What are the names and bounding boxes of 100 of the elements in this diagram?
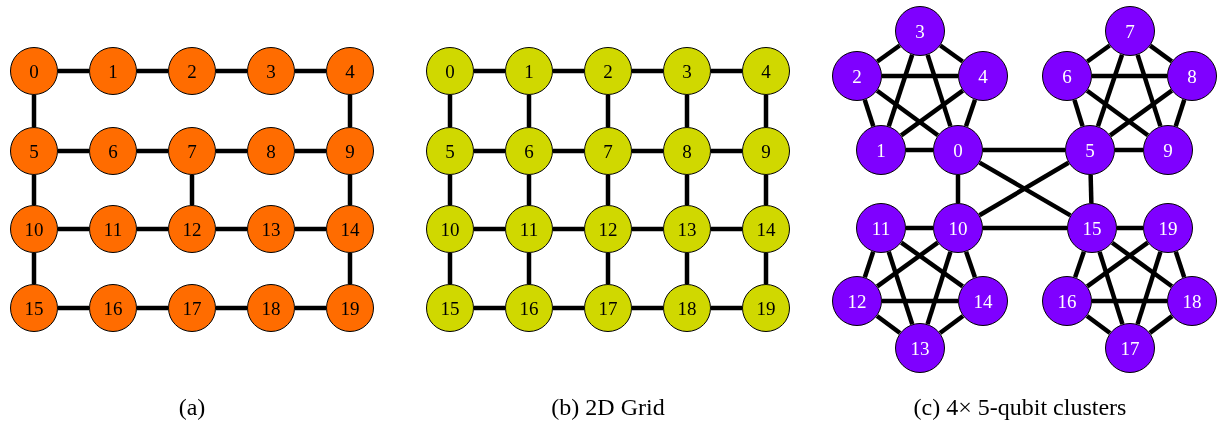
qubit-number: 17 — [182, 298, 202, 318]
qubit-node — [1105, 6, 1155, 56]
qubit-node — [426, 205, 474, 253]
qubit-number: 19 — [1158, 218, 1178, 238]
qubit-number: 8 — [682, 141, 692, 161]
qubit-number: 12 — [847, 291, 867, 311]
qubit-number: 16 — [1057, 291, 1077, 311]
coupling-line — [189, 175, 195, 205]
coupling-line — [939, 43, 964, 64]
qubit-node — [326, 127, 374, 175]
qubit-number: 13 — [261, 219, 281, 239]
qubit-node — [663, 47, 711, 95]
qubit-node — [168, 284, 216, 332]
qubit-number: 0 — [445, 61, 455, 81]
coupling-line — [955, 175, 961, 203]
qubit-number: 6 — [524, 141, 534, 161]
qubit-node — [505, 47, 553, 95]
coupling-line — [876, 43, 901, 64]
qubit-number: 13 — [910, 338, 930, 358]
qubit-number: 5 — [29, 141, 39, 161]
coupling-line — [875, 88, 940, 138]
qubit-number: 8 — [266, 141, 276, 161]
qubit-node — [1065, 125, 1115, 175]
qubit-number: 15 — [1082, 218, 1102, 238]
qubit-node — [10, 205, 58, 253]
coupling-line — [906, 147, 933, 153]
qubit-number: 16 — [519, 298, 539, 318]
qubit-node — [505, 205, 553, 253]
coupling-line — [862, 251, 876, 278]
qubit-number: 11 — [519, 219, 539, 239]
coupling-line — [295, 226, 326, 232]
qubit-number: 16 — [103, 298, 123, 318]
coupling-line — [1148, 43, 1174, 64]
qubit-number: 1 — [524, 61, 534, 81]
coupling-line — [526, 253, 532, 284]
coupling-line — [58, 305, 89, 311]
qubit-number: 13 — [677, 219, 697, 239]
coupling-line — [137, 148, 168, 154]
qubit-number: 6 — [108, 141, 118, 161]
coupling-line — [684, 253, 690, 284]
coupling-line — [938, 314, 965, 335]
coupling-line — [1117, 225, 1143, 231]
qubit-node — [584, 127, 632, 175]
coupling-line — [1115, 147, 1143, 153]
coupling-line — [763, 175, 769, 205]
qubit-node — [89, 47, 137, 95]
subfigure-caption: (a) — [178, 394, 206, 421]
qubit-node — [426, 47, 474, 95]
coupling-line — [137, 305, 168, 311]
qubit-node — [742, 127, 790, 175]
qubit-number: 1 — [876, 140, 886, 160]
qubit-node — [10, 127, 58, 175]
coupling-line — [1110, 240, 1174, 289]
qubit-node — [1042, 51, 1092, 101]
qubit-node — [742, 205, 790, 253]
coupling-line — [882, 298, 958, 304]
qubit-number: 14 — [340, 219, 360, 239]
qubit-node — [832, 51, 882, 101]
qubit-node — [958, 276, 1008, 326]
coupling-line — [906, 225, 933, 231]
qubit-node — [89, 127, 137, 175]
qubit-node — [933, 125, 983, 175]
qubit-number: 10 — [24, 219, 44, 239]
coupling-line — [1086, 43, 1111, 64]
coupling-line — [295, 148, 326, 154]
coupling-line — [347, 95, 353, 127]
coupling-line — [711, 305, 742, 311]
qubit-number: 3 — [266, 61, 276, 81]
coupling-line — [763, 253, 769, 284]
coupling-line — [963, 98, 978, 128]
coupling-line — [526, 95, 532, 127]
coupling-line — [347, 175, 353, 205]
coupling-line — [1095, 54, 1125, 127]
coupling-line — [58, 148, 89, 154]
qubit-node — [663, 205, 711, 253]
qubit-node — [10, 284, 58, 332]
coupling-line — [447, 253, 453, 284]
qubit-node — [584, 205, 632, 253]
qubit-number: 18 — [1182, 291, 1202, 311]
qubit-node — [742, 284, 790, 332]
coupling-line — [216, 68, 247, 74]
coupling-line — [711, 226, 742, 232]
subfigure-caption: (b) 2D Grid — [551, 394, 665, 421]
coupling-line — [31, 253, 37, 284]
qubit-number: 14 — [756, 219, 776, 239]
coupling-line — [137, 68, 168, 74]
coupling-line — [447, 95, 453, 127]
coupling-line — [474, 148, 505, 154]
qubit-number: 4 — [761, 61, 771, 81]
coupling-line — [31, 175, 37, 205]
qubit-number: 7 — [187, 141, 197, 161]
qubit-number: 15 — [440, 298, 460, 318]
coupling-line — [963, 250, 978, 279]
qubit-number: 2 — [852, 66, 862, 86]
qubit-node — [895, 323, 945, 373]
qubit-number: 11 — [871, 218, 891, 238]
qubit-number: 12 — [182, 219, 202, 239]
qubit-node — [1167, 51, 1217, 101]
coupling-line — [216, 305, 247, 311]
qubit-node — [663, 284, 711, 332]
